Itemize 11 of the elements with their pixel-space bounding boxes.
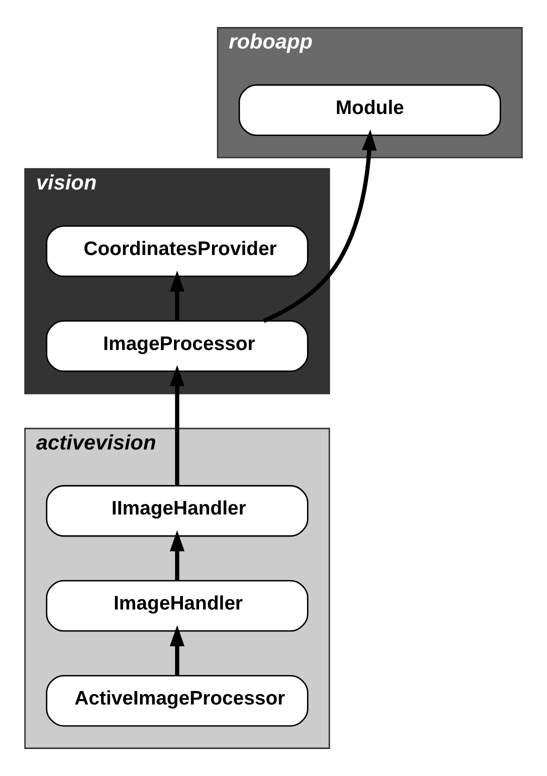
node-box: Module <box>238 84 502 136</box>
node-box: ImageHandler <box>46 580 308 632</box>
node-box: IImageHandler <box>46 485 308 537</box>
arrow <box>170 530 184 580</box>
arrow <box>262 129 377 323</box>
arrow <box>170 270 184 320</box>
arrow <box>170 365 184 486</box>
node-box: ImageProcessor <box>46 320 308 372</box>
arrow <box>170 625 184 676</box>
node-box: ActiveImageProcessor <box>46 674 308 727</box>
node-box: CoordinatesProvider <box>46 225 308 277</box>
